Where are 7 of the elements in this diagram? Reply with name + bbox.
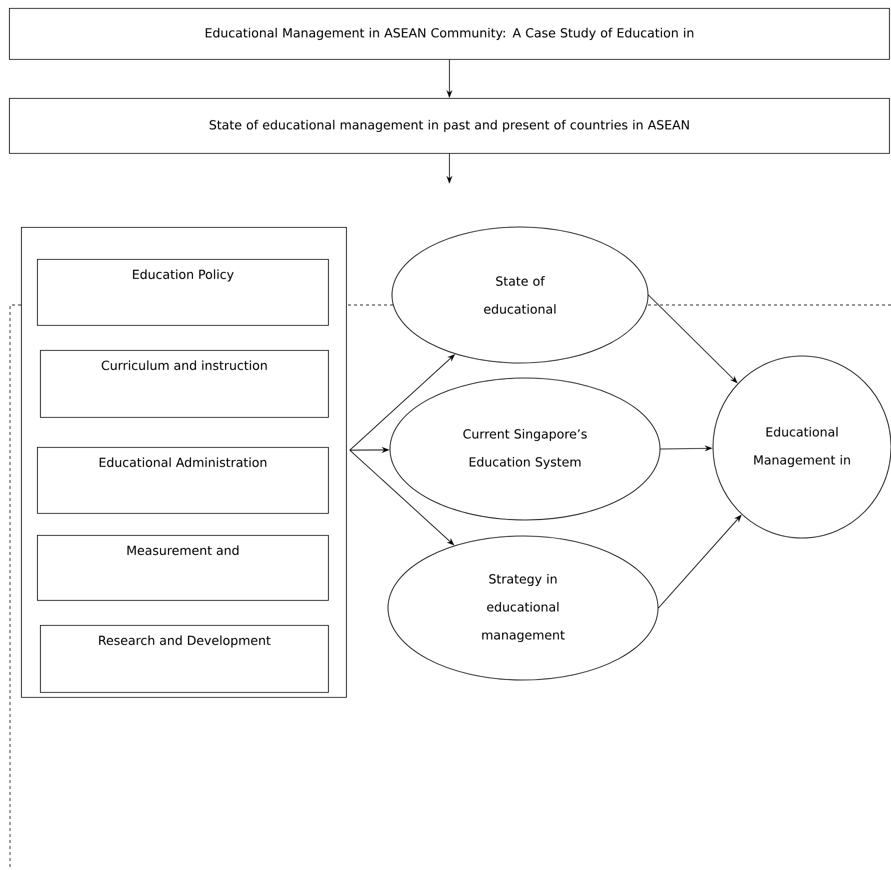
- process-box: State of educational management in past and present of countries in ASEAN: [9, 98, 890, 154]
- process-box: Education Policy: [37, 259, 329, 326]
- process-box: Measurement and: [37, 535, 329, 601]
- process-box: Research and Development: [40, 625, 329, 693]
- process-box: Educational Administration: [37, 447, 329, 514]
- process-box: Curriculum and instruction: [40, 350, 329, 418]
- process-box: Educational Management in ASEAN Community: A Case Study of Education in: [9, 8, 890, 60]
